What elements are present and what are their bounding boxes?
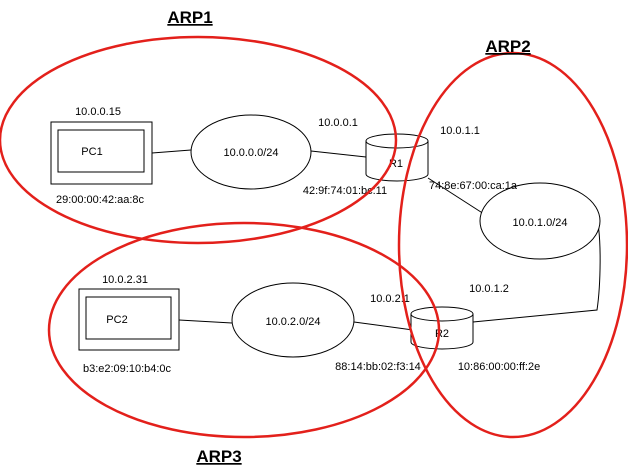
arp2-title: ARP2	[485, 37, 530, 56]
r1-ip-net1: 10.0.1.1	[440, 125, 480, 137]
router-r2-label: R2	[435, 328, 449, 340]
pc2-node: PC2	[78, 288, 180, 351]
arp3-outline	[47, 221, 441, 439]
r2-mac-net2: 88:14:bb:02:f3:14	[335, 361, 421, 373]
link-pc1-net0	[151, 149, 192, 154]
link-net2-r2	[353, 321, 414, 331]
pc2-label: PC2	[106, 314, 127, 326]
pc1-node: PC1	[50, 121, 153, 185]
arp1-outline	[0, 35, 398, 245]
pc1-mac: 29:00:00:42:aa:8c	[56, 194, 145, 206]
r2-ip-net2: 10.0.2.1	[370, 293, 410, 305]
arp3-title: ARP3	[196, 447, 241, 466]
network-net1: 10.0.1.0/24	[479, 182, 601, 260]
pc2-ip: 10.0.2.31	[102, 274, 148, 286]
link-r1-net1	[427, 177, 485, 215]
network-label: 10.0.0.0/24	[223, 147, 278, 159]
pc2-mac: b3:e2:09:10:b4:0c	[83, 363, 172, 375]
arp2-outline	[397, 51, 628, 439]
pc1-ip: 10.0.0.15	[75, 106, 121, 118]
arp-domain-outlines	[0, 35, 628, 439]
link-net0-r1	[310, 150, 367, 158]
network-net0: 10.0.0.0/24	[190, 114, 312, 190]
network-label: 10.0.1.0/24	[512, 217, 567, 229]
link-pc2-net2	[178, 319, 233, 324]
r2-mac-net1: 10:86:00:00:ff:2e	[458, 361, 540, 373]
pc1-label: PC1	[81, 146, 102, 158]
r1-ip-net0: 10.0.0.1	[318, 117, 358, 129]
r2-ip-net1: 10.0.1.2	[469, 283, 509, 295]
arp1-title: ARP1	[167, 8, 212, 27]
r1-mac-net1: 74:8e:67:00:ca:1a	[429, 180, 518, 192]
network-net2: 10.0.2.0/24	[231, 282, 355, 358]
router-r2: R2	[410, 306, 474, 350]
network-label: 10.0.2.0/24	[265, 316, 320, 328]
